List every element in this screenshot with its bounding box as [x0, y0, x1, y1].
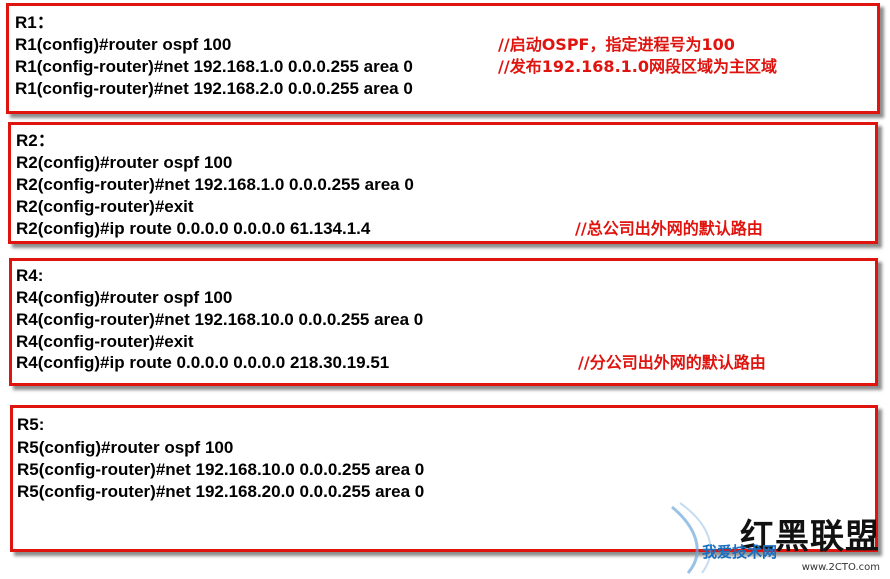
config-box-r2 — [8, 122, 878, 244]
swoosh-icon — [671, 502, 712, 574]
config-line: R5(config-router)#net 192.168.20.0 0.0.0… — [17, 482, 425, 501]
config-line: R2(config)#ip route 0.0.0.0 0.0.0.0 61.1… — [16, 219, 371, 238]
config-line: R2(config-router)#exit — [16, 197, 194, 216]
section-title-r1: R1： — [15, 13, 54, 32]
config-line: R5(config-router)#net 192.168.10.0 0.0.0… — [17, 460, 425, 479]
config-comment: //分公司出外网的默认路由 — [578, 353, 766, 372]
config-comment: //启动OSPF，指定进程号为100 — [498, 35, 735, 54]
site-watermark: 红黑联盟 我爱技术网 www.2CTO.com — [666, 497, 886, 575]
config-comment: //总公司出外网的默认路由 — [575, 219, 763, 238]
config-line: R5(config)#router ospf 100 — [17, 438, 234, 457]
watermark-slogan: 我爱技术网 — [702, 543, 778, 561]
config-box-r1 — [6, 3, 880, 114]
watermark-logo: 红黑联盟 — [740, 517, 880, 557]
config-line: R1(config)#router ospf 100 — [15, 35, 232, 54]
config-line: R4(config-router)#exit — [16, 332, 194, 351]
config-line: R1(config-router)#net 192.168.2.0 0.0.0.… — [15, 79, 413, 98]
watermark-url: www.2CTO.com — [801, 562, 880, 573]
section-title-r4: R4: — [16, 266, 44, 285]
config-line: R4(config)#router ospf 100 — [16, 288, 233, 307]
config-box-r4 — [9, 258, 878, 386]
config-line: R2(config-router)#net 192.168.1.0 0.0.0.… — [16, 175, 414, 194]
section-title-r5: R5: — [17, 415, 45, 434]
config-box-r5 — [10, 405, 878, 552]
config-comment: //发布192.168.1.0网段区域为主区域 — [498, 57, 777, 76]
section-title-r2: R2： — [16, 131, 55, 150]
config-line: R4(config)#ip route 0.0.0.0 0.0.0.0 218.… — [16, 353, 390, 372]
config-line: R1(config-router)#net 192.168.1.0 0.0.0.… — [15, 57, 413, 76]
config-line: R4(config-router)#net 192.168.10.0 0.0.0… — [16, 310, 424, 329]
config-line: R2(config)#router ospf 100 — [16, 153, 233, 172]
